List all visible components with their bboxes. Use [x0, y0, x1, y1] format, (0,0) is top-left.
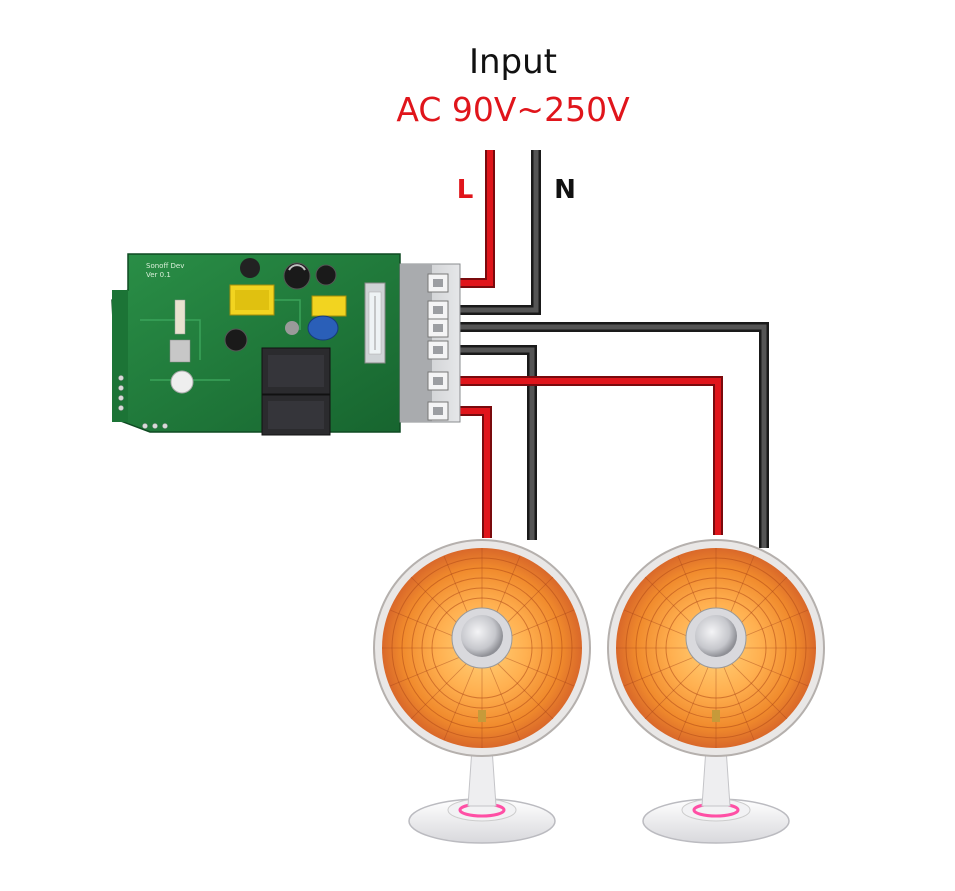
- terminal-screw-6: [427, 401, 449, 421]
- terminal-screw-2: [427, 300, 449, 320]
- voltage-label: AC 90V~250V: [396, 90, 630, 129]
- live-wire-heater-1: [452, 406, 492, 538]
- wire-group: [452, 150, 769, 548]
- heater-icon: [373, 539, 591, 844]
- live-input-wire: [452, 150, 495, 288]
- heater-icon: [607, 539, 825, 844]
- terminal-screw-5: [427, 371, 449, 391]
- terminal-block: [399, 263, 461, 423]
- pcb-silk-line-2: Ver 0.1: [146, 271, 171, 279]
- terminal-screw-1: [427, 273, 449, 293]
- relay-board-icon: Sonoff Dev Ver 0.1: [111, 253, 401, 436]
- terminal-screw-4: [427, 340, 449, 360]
- live-label: L: [457, 175, 474, 205]
- pcb-silk-line-1: Sonoff Dev: [146, 262, 184, 270]
- input-title: Input: [469, 42, 557, 82]
- terminal-screw-3: [427, 318, 449, 338]
- neutral-label: N: [554, 175, 576, 205]
